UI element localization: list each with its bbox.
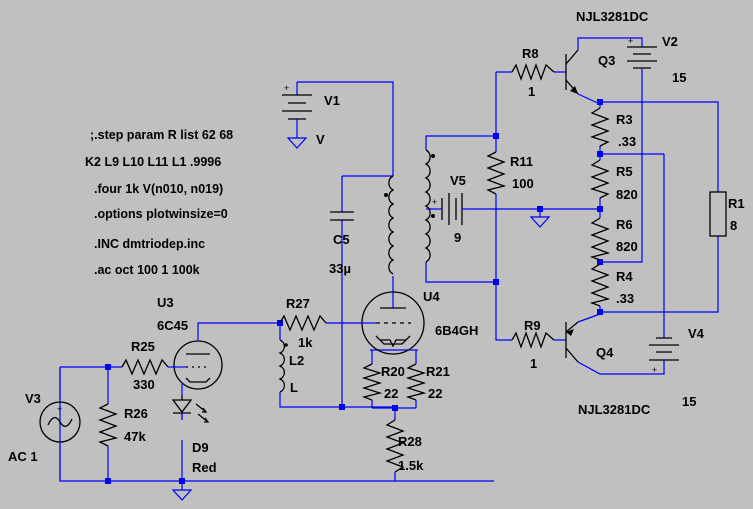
svg-text:+: + — [57, 404, 62, 414]
r11-name-label: R11 — [510, 154, 533, 169]
svg-text:+: + — [284, 83, 289, 93]
v3-name-label: V3 — [25, 391, 41, 406]
q3-name-label: Q3 — [598, 53, 615, 68]
transistor-q3[interactable] — [565, 49, 579, 95]
battery-v2[interactable]: + — [627, 36, 657, 76]
r9-value-label: 1 — [530, 356, 537, 371]
svg-text:+: + — [652, 365, 657, 375]
r9-name-label: R9 — [524, 318, 541, 333]
battery-v1[interactable]: + — [282, 82, 312, 128]
wires — [59, 37, 719, 490]
resistor-r6[interactable] — [589, 217, 611, 261]
directive-line: ;.step param R list 62 68 — [90, 128, 233, 142]
resistor-r25[interactable] — [121, 358, 169, 376]
svg-text:+: + — [628, 36, 633, 46]
inductor-l2[interactable] — [278, 339, 288, 393]
battery-v4[interactable]: + — [649, 330, 679, 375]
resistor-r8[interactable] — [511, 63, 555, 81]
v2-name-label: V2 — [662, 34, 678, 49]
ground-symbol-main — [171, 489, 193, 501]
r8-value-label: 1 — [528, 84, 535, 99]
resistor-r28[interactable] — [385, 419, 405, 473]
r11-value-label: 100 — [512, 176, 534, 191]
d9-value-label: Red — [192, 460, 217, 475]
q4-name-label: Q4 — [596, 345, 614, 360]
v1-value-label: V — [316, 132, 325, 147]
r4-value-label: .33 — [616, 291, 634, 306]
r26-value-label: 47k — [124, 429, 146, 444]
resistor-r20[interactable] — [361, 363, 383, 401]
ac-source-v3[interactable]: + — [39, 367, 81, 481]
r1-value-label: 8 — [730, 218, 737, 233]
transistor-q4[interactable] — [565, 321, 579, 363]
ground-symbol-v1 — [286, 128, 308, 149]
r20-value-label: 22 — [384, 386, 398, 401]
capacitor-c5[interactable] — [330, 211, 354, 221]
resistor-r4[interactable] — [589, 263, 611, 307]
resistor-r11[interactable] — [486, 151, 507, 195]
resistor-r9[interactable] — [511, 331, 555, 349]
r27-name-label: R27 — [286, 296, 310, 311]
c5-value-label: 33µ — [329, 261, 351, 276]
resistor-r1[interactable] — [709, 191, 727, 237]
u3-name-label: U3 — [157, 295, 174, 310]
r4-name-label: R4 — [616, 269, 633, 284]
r6-name-label: R6 — [616, 217, 633, 232]
resistor-r5[interactable] — [589, 159, 610, 199]
directive-line: .options plotwinsize=0 — [94, 207, 228, 221]
r25-name-label: R25 — [131, 339, 155, 354]
tube-u4[interactable] — [360, 291, 425, 355]
r5-value-label: 820 — [616, 187, 638, 202]
r28-value-label: 1.5k — [398, 458, 424, 473]
transformer-primary[interactable] — [384, 175, 395, 275]
l2-value-label: L — [290, 380, 298, 395]
q4-model-label: NJL3281DC — [578, 402, 651, 417]
ground-symbol-v5 — [529, 216, 551, 228]
r1-name-label: R1 — [728, 196, 745, 211]
c5-name-label: C5 — [333, 232, 350, 247]
r28-name-label: R28 — [398, 434, 422, 449]
v4-value-label: 15 — [682, 394, 696, 409]
resistor-r27[interactable] — [279, 314, 327, 332]
l2-name-label: L2 — [289, 353, 304, 368]
u4-model-label: 6B4GH — [435, 323, 478, 338]
battery-v5[interactable]: + — [432, 193, 468, 225]
u4-name-label: U4 — [423, 289, 440, 304]
r26-name-label: R26 — [124, 406, 148, 421]
led-d9[interactable] — [171, 395, 210, 423]
tube-u3[interactable] — [173, 340, 223, 395]
r25-value-label: 330 — [133, 377, 155, 392]
r21-value-label: 22 — [428, 386, 442, 401]
r3-value-label: .33 — [618, 134, 636, 149]
r21-name-label: R21 — [426, 364, 450, 379]
v5-value-label: 9 — [454, 230, 461, 245]
r5-name-label: R5 — [616, 164, 633, 179]
component-labels: V1 V NJL3281DC V2 15 Q3 R8 1 R3 .33 R5 8… — [8, 9, 745, 475]
resistor-r26[interactable] — [98, 403, 119, 447]
resistor-r3[interactable] — [589, 107, 610, 147]
v2-value-label: 15 — [672, 70, 686, 85]
directive-line: .INC dmtriodep.inc — [94, 237, 205, 251]
r6-value-label: 820 — [616, 239, 638, 254]
q3-model-label: NJL3281DC — [576, 9, 649, 24]
v5-name-label: V5 — [450, 173, 466, 188]
directive-line: .ac oct 100 1 100k — [94, 263, 200, 277]
r27-value-label: 1k — [298, 335, 313, 350]
v1-name-label: V1 — [324, 93, 340, 108]
r8-name-label: R8 — [522, 46, 539, 61]
resistor-r21[interactable] — [405, 363, 427, 401]
transformer-secondary[interactable] — [424, 149, 435, 263]
r20-name-label: R20 — [381, 364, 405, 379]
spice-directives: ;.step param R list 62 68 K2 L9 L10 L11 … — [85, 128, 233, 277]
svg-text:+: + — [432, 197, 437, 207]
directive-line: K2 L9 L10 L11 L1 .9996 — [85, 155, 221, 169]
directive-line: .four 1k V(n010, n019) — [94, 182, 223, 196]
v3-value-label: AC 1 — [8, 449, 38, 464]
d9-name-label: D9 — [192, 440, 209, 455]
v4-name-label: V4 — [688, 326, 705, 341]
u3-model-label: 6C45 — [157, 318, 188, 333]
r3-name-label: R3 — [616, 112, 633, 127]
